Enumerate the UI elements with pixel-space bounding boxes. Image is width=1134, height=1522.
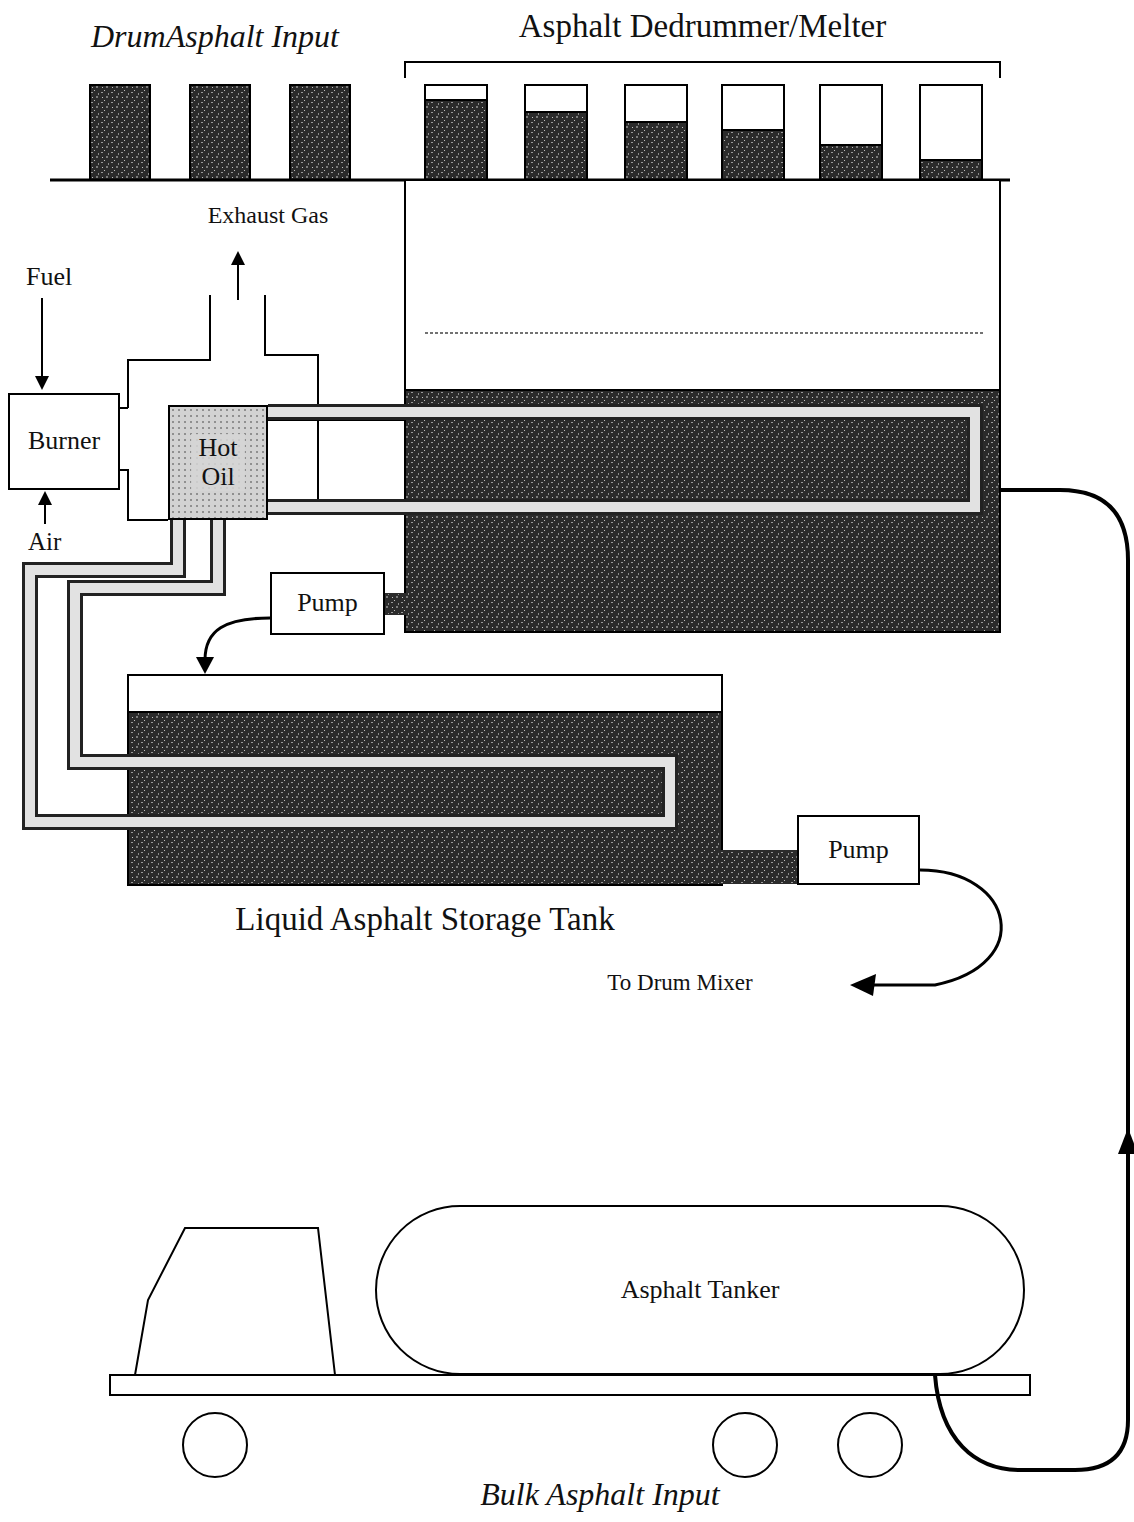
flow-connector bbox=[268, 507, 405, 508]
outlet-label: To Drum Mixer bbox=[607, 970, 752, 996]
air-label: Air bbox=[28, 528, 61, 557]
flow-connector bbox=[30, 520, 178, 822]
input-label: Bulk Asphalt Input bbox=[480, 1476, 719, 1513]
flow-connector bbox=[721, 867, 798, 868]
tank-heading: Liquid Asphalt Storage Tank bbox=[68, 901, 782, 937]
node-label: Pump bbox=[297, 589, 358, 618]
node-label: Asphalt Tanker bbox=[621, 1276, 780, 1305]
hot-oil-heater: Hot Oil bbox=[168, 405, 268, 520]
melting-drums bbox=[425, 85, 982, 180]
melter-vessel bbox=[405, 180, 1000, 632]
melter-tank: Asphalt Dedrummer/Melter bbox=[405, 180, 1000, 632]
input-drums bbox=[90, 85, 350, 180]
asphalt-tanker: Asphalt Tanker bbox=[375, 1205, 1025, 1375]
input-label: DrumAsphalt Input bbox=[91, 18, 339, 55]
flow-connector bbox=[384, 604, 406, 605]
node-label: Hot Oil bbox=[191, 434, 245, 491]
storage-vessel bbox=[128, 675, 722, 885]
discharge-arrow bbox=[850, 870, 1001, 996]
flow-connector bbox=[196, 618, 270, 674]
burner-housing bbox=[120, 295, 405, 520]
flow-connector bbox=[75, 520, 218, 762]
node-label: Burner bbox=[28, 427, 100, 456]
flow-connector bbox=[268, 412, 405, 413]
exhaust-label: Exhaust Gas bbox=[208, 202, 329, 230]
burner-box: Burner bbox=[8, 393, 120, 490]
storage-tank: Liquid Asphalt Storage Tank bbox=[128, 675, 722, 885]
melter-bracket bbox=[405, 62, 1000, 78]
tank-heading: Asphalt Dedrummer/Melter bbox=[345, 8, 1060, 44]
pump-box: Pump bbox=[270, 572, 385, 635]
pump-box: Pump bbox=[797, 815, 920, 885]
node-label: Pump bbox=[828, 836, 889, 865]
fuel-label: Fuel bbox=[26, 262, 72, 292]
